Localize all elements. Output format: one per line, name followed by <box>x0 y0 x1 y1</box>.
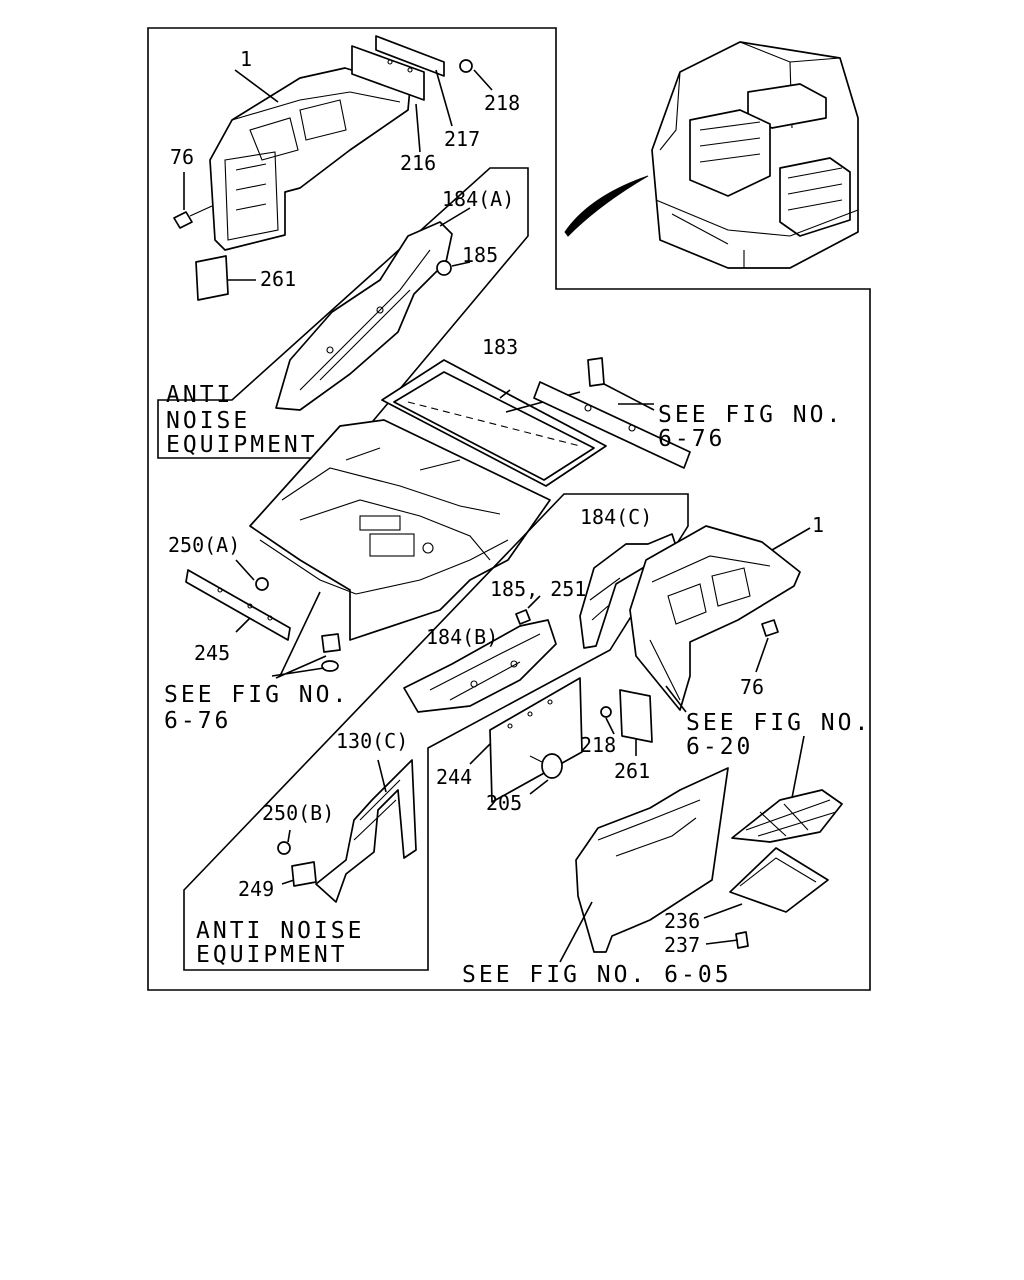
part-130c-bracket <box>315 759 417 903</box>
label-261-top: 261 <box>260 267 296 291</box>
anti-noise-frame-2 <box>183 493 689 971</box>
label-249: 249 <box>238 877 274 901</box>
note-see-fig-676-a-line2: 6-76 <box>658 426 725 452</box>
label-237: 237 <box>664 933 700 957</box>
note-anti-noise-2-line1: ANTI NOISE <box>196 918 364 944</box>
label-1-top: 1 <box>240 47 252 71</box>
plate-244 <box>469 677 583 803</box>
label-218-mid: 218 <box>580 733 616 757</box>
plate-245 <box>185 569 291 641</box>
bolt-250a <box>235 559 269 591</box>
label-216: 216 <box>400 151 436 175</box>
part-1-top-bracket <box>209 67 411 251</box>
label-236: 236 <box>664 909 700 933</box>
knob-205 <box>529 753 563 795</box>
plate-261-mid <box>619 689 653 756</box>
plates-216-217 <box>351 35 453 153</box>
label-205: 205 <box>486 791 522 815</box>
note-see-fig-676-b-line2: 6-76 <box>164 708 231 734</box>
clip-185 <box>436 260 471 276</box>
side-frame-piece <box>559 767 729 963</box>
label-184c: 184(C) <box>580 505 652 529</box>
note-anti-noise-2-line2: EQUIPMENT <box>196 942 348 968</box>
label-217: 217 <box>444 127 480 151</box>
part-184b-bracket <box>403 619 557 713</box>
step-grille <box>731 735 843 843</box>
part-184a-bracket <box>275 207 471 411</box>
cab-floor-structure <box>249 419 551 641</box>
diagram-frame <box>147 27 871 991</box>
rail-and-bushing <box>533 357 691 469</box>
label-76-top: 76 <box>170 145 194 169</box>
mount-rubber-parts <box>271 591 341 679</box>
label-1-right: 1 <box>812 513 824 537</box>
anti-noise-frame-1 <box>157 167 529 459</box>
note-anti-noise-1-line3: EQUIPMENT <box>166 432 318 458</box>
bolt-76-right <box>755 619 779 673</box>
part-1-right-bracket <box>629 525 811 711</box>
label-184b: 184(B) <box>426 625 498 649</box>
label-250a: 250(A) <box>168 533 240 557</box>
label-185-251: 185, 251 <box>490 577 586 601</box>
truck-cab-illustration <box>564 41 859 269</box>
label-244: 244 <box>436 765 472 789</box>
tray-236 <box>703 847 829 919</box>
label-184a: 184(A) <box>442 187 514 211</box>
note-see-fig-605: SEE FIG NO. 6-05 <box>462 962 732 988</box>
note-see-fig-676-a-line1: SEE FIG NO. <box>658 402 843 428</box>
note-anti-noise-1-line2: NOISE <box>166 408 250 434</box>
label-185: 185 <box>462 243 498 267</box>
label-245: 245 <box>194 641 230 665</box>
label-130c: 130(C) <box>336 729 408 753</box>
screw-218-mid <box>600 706 615 735</box>
note-see-fig-620-line1: SEE FIG NO. <box>686 710 871 736</box>
bolt-185-251 <box>515 595 541 625</box>
plate-249 <box>281 861 317 887</box>
bolt-237 <box>705 931 749 949</box>
label-261-mid: 261 <box>614 759 650 783</box>
note-anti-noise-1-line1: ANTI <box>166 382 233 408</box>
note-see-fig-676-b-line1: SEE FIG NO. <box>164 682 349 708</box>
note-see-fig-620-line2: 6-20 <box>686 734 753 760</box>
label-250b: 250(B) <box>262 801 334 825</box>
label-218-top: 218 <box>484 91 520 115</box>
leader-620 <box>665 685 687 713</box>
bolt-218-top <box>459 59 493 91</box>
bolt-250b <box>277 829 291 855</box>
label-183: 183 <box>482 335 518 359</box>
bolt-76-top <box>173 172 213 229</box>
plate-261-top <box>195 255 256 301</box>
label-76-right: 76 <box>740 675 764 699</box>
